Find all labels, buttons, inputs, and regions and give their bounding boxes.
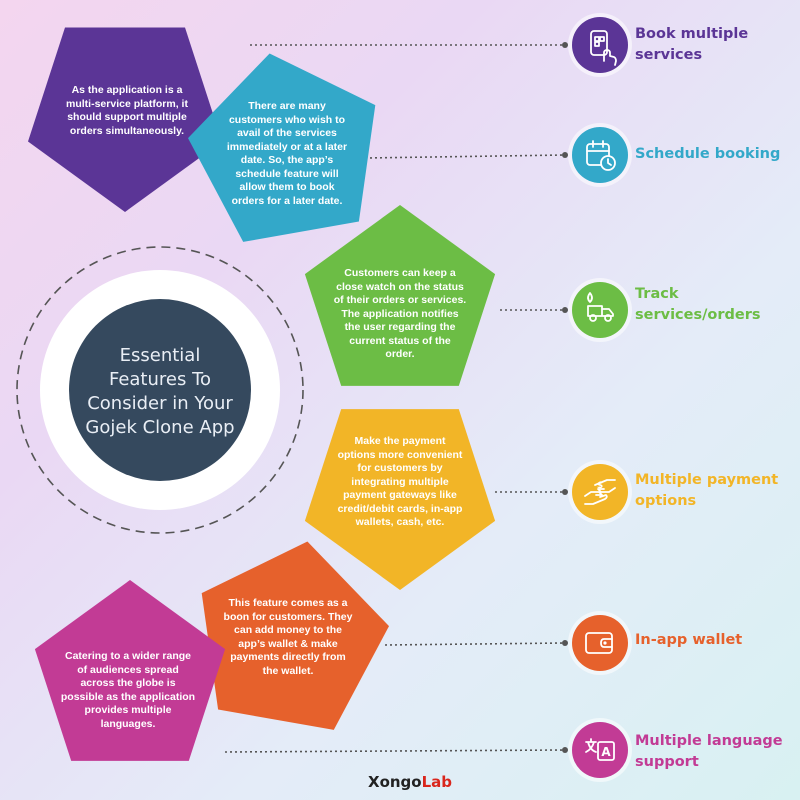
description-multiple-payment: Make the payment options more convenient…: [337, 435, 463, 528]
connector-schedule-booking: [364, 154, 566, 159]
delivery-truck-icon: [568, 278, 632, 342]
phone-touch-icon: [568, 13, 632, 77]
label-multiple-payment: Multiple payment options: [635, 472, 779, 509]
description-schedule-booking: There are many customers who wish to ava…: [226, 100, 348, 207]
calendar-clock-icon: [568, 123, 632, 187]
label-schedule-booking: Schedule booking: [635, 146, 781, 162]
pentagon-schedule-booking: [188, 53, 376, 242]
connector-dot: [562, 640, 568, 646]
pentagon-in-app-wallet: [201, 541, 389, 730]
label-multiple-language: Multiple language support: [635, 733, 783, 770]
center-title-line: Essential: [119, 345, 201, 366]
center-title-line: Consider in Your: [87, 393, 233, 414]
pentagon-multiple-language: [34, 580, 226, 761]
center-title-line: Features To: [108, 369, 212, 390]
wallet-icon: [568, 611, 632, 675]
pentagon-book-multiple-services: [28, 27, 222, 212]
center-title-line: Gojek Clone App: [85, 417, 235, 438]
pentagon-track-services: [304, 205, 496, 386]
payment-hands-icon: $: [568, 460, 632, 524]
connector-multiple-language: [224, 749, 566, 753]
label-in-app-wallet: In-app wallet: [635, 632, 743, 648]
connector-dot: [562, 42, 568, 48]
svg-text:$: $: [597, 481, 603, 491]
description-in-app-wallet: This feature comes as a boon for custome…: [223, 597, 353, 677]
description-book-multiple-services: As the application is a multi-service pl…: [66, 84, 188, 137]
translate-icon: A: [568, 718, 632, 782]
svg-text:A: A: [601, 745, 611, 759]
pentagon-multiple-payment: [304, 409, 496, 590]
label-book-multiple-services: Book multiple services: [635, 26, 749, 63]
connector-dot: [562, 152, 568, 158]
xongolab-logo: XongoLab: [368, 773, 453, 791]
connector-in-app-wallet: [384, 642, 566, 646]
dashed-orbit-ring: [16, 246, 304, 534]
connector-dot: [562, 489, 568, 495]
description-track-services: Customers can keep a close watch on the …: [333, 267, 467, 360]
center-dark-circle: [69, 299, 251, 481]
label-track-services: Track services/orders: [635, 286, 761, 323]
center-title: Essential Features To Consider in Your G…: [82, 344, 238, 440]
connector-dot: [562, 307, 568, 313]
description-multiple-language: Catering to a wider range of audiences s…: [60, 650, 196, 730]
connector-dot: [562, 747, 568, 753]
